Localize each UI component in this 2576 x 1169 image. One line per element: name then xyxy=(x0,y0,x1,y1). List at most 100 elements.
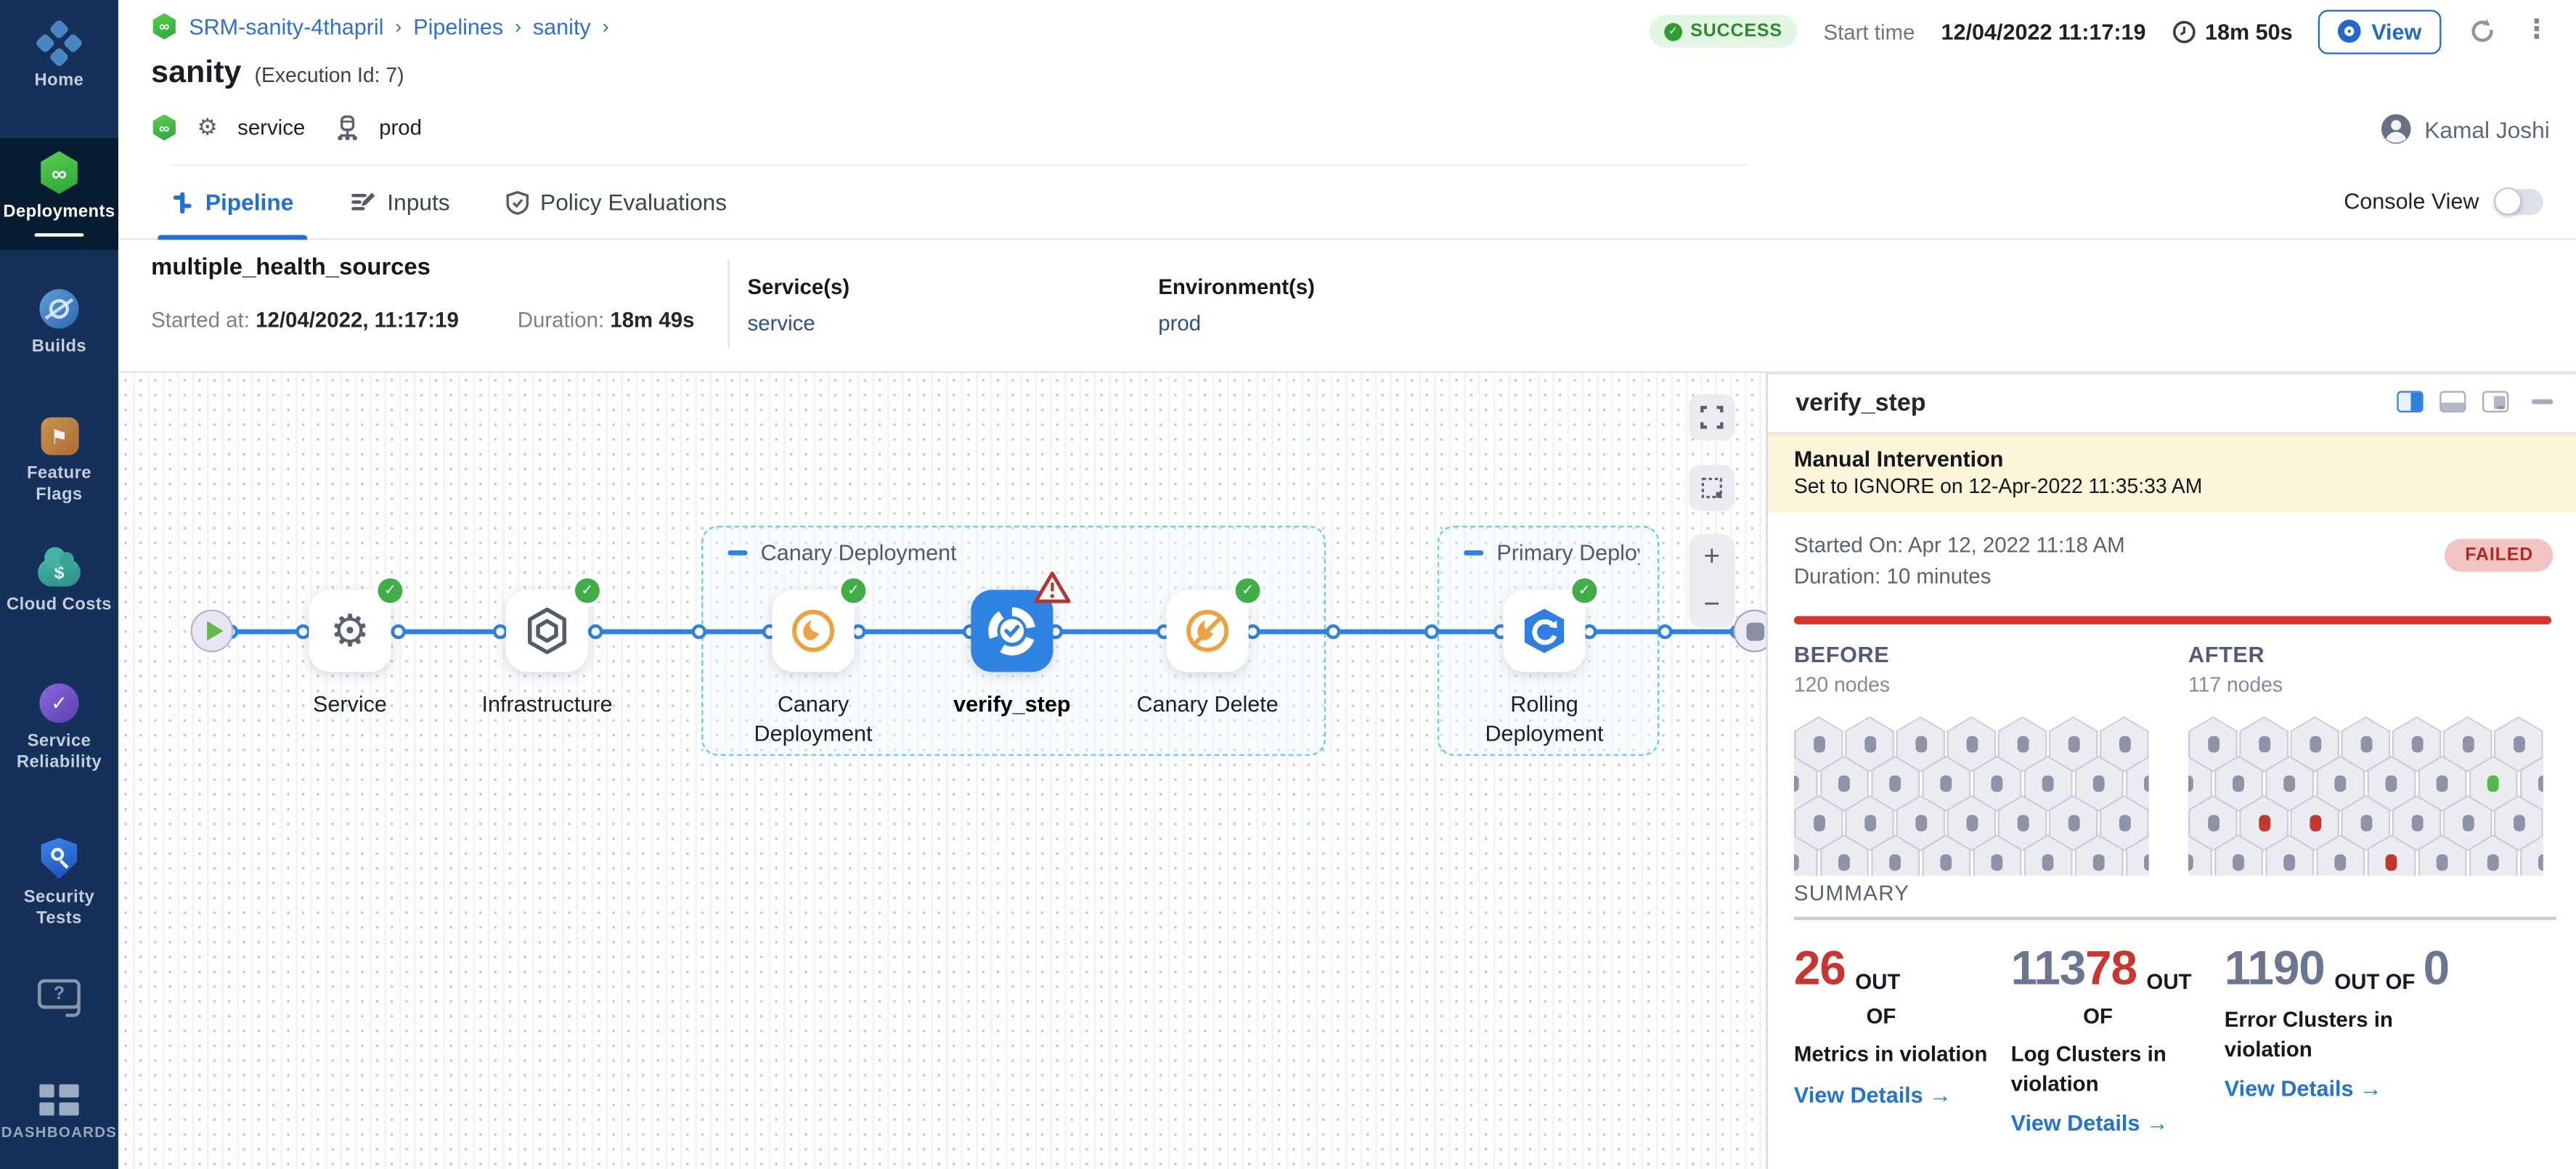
node-hex[interactable] xyxy=(2188,834,2212,876)
help-chat-icon: ? xyxy=(38,979,81,1017)
manual-intervention-banner: Manual Intervention Set to IGNORE on 12-… xyxy=(1767,433,2576,513)
started-at-label: Started at: xyxy=(151,307,250,333)
sidebar-item-cloud-costs[interactable]: $Cloud Costs xyxy=(0,536,118,630)
view-details-link[interactable]: View Details → xyxy=(1793,1082,1952,1107)
eye-icon xyxy=(2338,20,2362,43)
service-tag[interactable]: service xyxy=(237,115,306,140)
fullscreen-button[interactable] xyxy=(1689,394,1735,441)
breadcrumb: ∞ SRM-sanity-4thapril › Pipelines › sani… xyxy=(151,13,609,40)
zoom-in-button[interactable]: + xyxy=(1703,541,1721,573)
banner-title: Manual Intervention xyxy=(1793,447,2004,472)
execution-id: (Execution Id: 7) xyxy=(254,64,404,87)
sidebar-item-label: Home xyxy=(34,70,84,91)
page-title: sanity xyxy=(151,55,242,91)
node-label: Canary Delete xyxy=(1136,691,1279,717)
warning-badge-icon xyxy=(1033,570,1071,613)
layout-bottom-view-icon[interactable] xyxy=(2440,391,2466,412)
project-logo-icon: ∞ xyxy=(152,13,176,40)
services-value-link[interactable]: service xyxy=(747,310,815,335)
connector-point xyxy=(1423,623,1439,639)
node-label: Service xyxy=(313,691,387,717)
pipeline-node-verify_step[interactable] xyxy=(971,571,1071,672)
status-badge: ✓ SUCCESS xyxy=(1649,15,1798,48)
tab-inputs[interactable]: Inputs xyxy=(349,165,450,239)
canary-delete-icon xyxy=(1186,609,1229,652)
pipeline-node-canary-deployment[interactable]: ✓ xyxy=(772,578,866,672)
layout-right-view-icon[interactable] xyxy=(2397,391,2424,412)
sidebar-item-deployments[interactable]: ∞Deployments xyxy=(0,138,118,250)
connector-point xyxy=(587,623,603,639)
security-tests-icon xyxy=(41,838,78,879)
group-label[interactable]: Canary Deployment xyxy=(727,540,957,565)
step-details-panel: verify_step Manual Intervention Set to I… xyxy=(1766,372,2576,1169)
pipeline-start-node xyxy=(190,609,234,653)
console-view-toggle[interactable] xyxy=(2493,186,2543,215)
pipeline-node-rolling-deployment[interactable]: ✓ xyxy=(1503,578,1597,672)
minimize-panel-icon[interactable] xyxy=(2531,399,2553,404)
violation-count: 113 xyxy=(2010,942,2087,996)
connector-point xyxy=(492,623,508,639)
duration-value: 18m 50s xyxy=(2172,19,2293,44)
success-badge-icon: ✓ xyxy=(1572,578,1597,603)
violation-label: Error Clusters in violation xyxy=(2224,1007,2393,1061)
marquee-icon xyxy=(1701,478,1722,499)
after-label: AFTER xyxy=(2188,642,2265,667)
sidebar-item-home[interactable]: Home xyxy=(0,13,118,105)
run-info-strip: multiple_health_sources Started at: 12/0… xyxy=(118,240,2576,373)
service-gear-icon: ⚙ xyxy=(197,113,218,140)
environments-value-link[interactable]: prod xyxy=(1158,310,1202,335)
services-label: Service(s) xyxy=(747,274,850,299)
sidebar-item-security-tests[interactable]: Security Tests xyxy=(0,825,118,943)
sidebar-item-dashboards[interactable]: DASHBOARDS xyxy=(0,1071,118,1154)
tab-policy-evaluations[interactable]: Policy Evaluations xyxy=(506,165,727,239)
pipeline-node-infrastructure[interactable]: ✓ xyxy=(505,578,600,672)
breadcrumb-separator: › xyxy=(602,15,609,38)
sidebar-item-builds[interactable]: Builds xyxy=(0,276,118,372)
view-details-link[interactable]: View Details → xyxy=(2010,1110,2169,1136)
breadcrumb-sanity-link[interactable]: sanity xyxy=(532,14,591,39)
kebab-menu-icon[interactable]: ⋮ xyxy=(2523,16,2550,45)
zoom-out-button[interactable]: − xyxy=(1703,587,1721,619)
sidebar-item-help[interactable]: ? xyxy=(0,966,118,1022)
group-label[interactable]: Primary Deploy... xyxy=(1464,540,1639,565)
view-details-link[interactable]: View Details → xyxy=(2224,1076,2382,1101)
breadcrumb-pipelines-link[interactable]: Pipelines xyxy=(413,14,504,39)
sidebar-item-feature-flags[interactable]: ⚑ Feature Flags xyxy=(0,404,118,520)
before-label: BEFORE xyxy=(1793,642,1890,667)
connector-point xyxy=(1656,623,1672,639)
clock-icon xyxy=(2173,20,2196,43)
sidebar-item-label: Feature Flags xyxy=(26,463,91,505)
rolling-icon xyxy=(1524,608,1565,653)
active-tab-underline xyxy=(158,234,307,240)
pipeline-node-service[interactable]: ⚙✓ xyxy=(309,578,403,672)
tab-pipeline[interactable]: Pipeline xyxy=(158,165,307,240)
policy-icon xyxy=(506,190,529,214)
violation-label: Log Clusters in violation xyxy=(2010,1041,2167,1096)
pipeline-node-canary-delete[interactable]: ✓ xyxy=(1166,578,1260,672)
violation-label: Metrics in violation xyxy=(1793,1041,1988,1067)
feature-flags-icon: ⚑ xyxy=(40,417,78,455)
after-node-count: 117 nodes xyxy=(2188,673,2283,697)
layout-minimized-view-icon[interactable] xyxy=(2482,391,2509,412)
canary-icon xyxy=(792,609,835,652)
refresh-icon[interactable] xyxy=(2468,17,2498,46)
node-label: Rolling Deployment xyxy=(1485,691,1604,746)
view-button[interactable]: View xyxy=(2318,9,2442,54)
stop-icon xyxy=(1745,622,1764,640)
user-avatar-icon xyxy=(2381,114,2410,144)
sidebar-item-label: Builds xyxy=(31,336,87,357)
pipeline-icon xyxy=(173,191,192,213)
environment-tag[interactable]: prod xyxy=(379,115,423,140)
success-badge-icon: ✓ xyxy=(841,578,866,603)
sidebar-item-service-reliability[interactable]: ✓Service Reliability xyxy=(0,670,118,787)
user-menu[interactable]: Kamal Joshi xyxy=(2380,113,2550,144)
connector-point xyxy=(1324,623,1340,639)
connector-point xyxy=(390,623,405,639)
start-time-label: Start time xyxy=(1823,19,1915,44)
pipeline-canvas[interactable]: + − Canary Deployment Primary Deploy... ⚙✓… xyxy=(118,372,1766,1169)
breadcrumb-project-link[interactable]: SRM-sanity-4thapril xyxy=(189,14,384,39)
marquee-select-button[interactable] xyxy=(1689,465,1735,511)
